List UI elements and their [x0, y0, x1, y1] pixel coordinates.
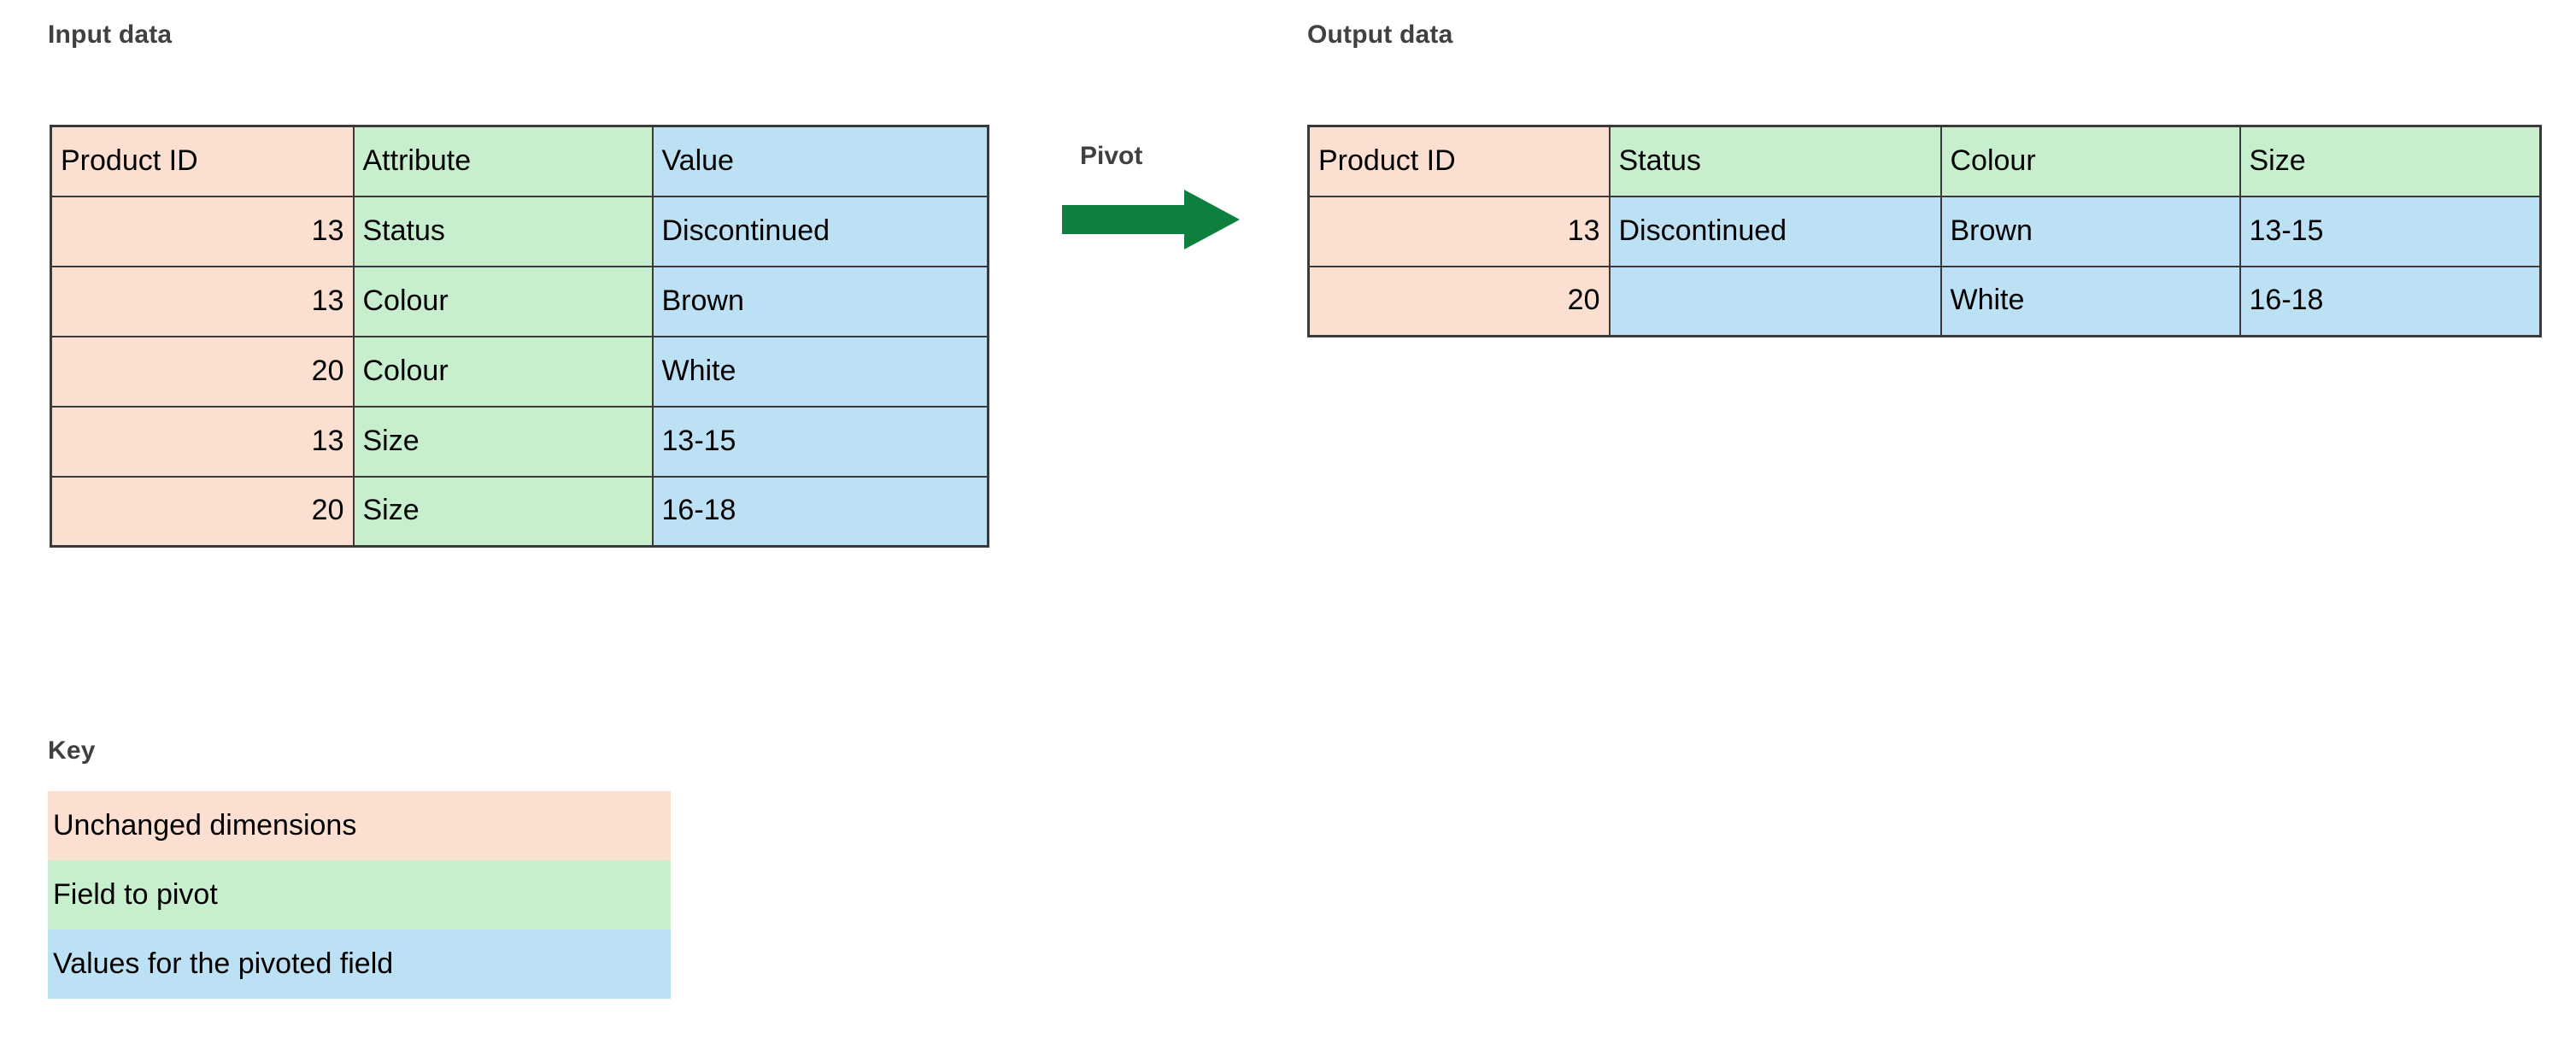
table-row: 13 Status Discontinued	[50, 195, 989, 267]
key-legend: Unchanged dimensions Field to pivot Valu…	[48, 791, 671, 999]
pivot-transform-group: Pivot	[1062, 142, 1284, 253]
input-cell-attribute: Size	[352, 475, 654, 548]
output-header-colour: Colour	[1939, 125, 2241, 197]
input-cell-product-id: 20	[50, 475, 355, 548]
key-item-unchanged-dimensions: Unchanged dimensions	[48, 791, 671, 860]
arrow-right-icon	[1062, 190, 1240, 249]
table-row: 13 Size 13-15	[50, 405, 989, 478]
output-cell-product-id: 13	[1307, 195, 1611, 267]
table-row: 13 Discontinued Brown 13-15	[1307, 195, 2542, 267]
input-cell-value: Discontinued	[651, 195, 989, 267]
input-cell-product-id: 13	[50, 195, 355, 267]
input-cell-attribute: Colour	[352, 265, 654, 337]
input-header-product-id: Product ID	[50, 125, 355, 197]
output-cell-product-id: 20	[1307, 265, 1611, 337]
input-cell-attribute: Size	[352, 405, 654, 478]
input-cell-product-id: 13	[50, 265, 355, 337]
output-cell-colour: Brown	[1939, 195, 2241, 267]
input-data-title: Input data	[48, 21, 173, 49]
table-row: 20 White 16-18	[1307, 265, 2542, 337]
output-header-status: Status	[1608, 125, 1942, 197]
key-item-field-to-pivot: Field to pivot	[48, 860, 671, 930]
output-data-table: Product ID Status Colour Size 13 Discont…	[1307, 125, 2542, 337]
key-item-label: Values for the pivoted field	[53, 947, 394, 980]
output-cell-size: 16-18	[2239, 265, 2542, 337]
input-cell-value: White	[651, 335, 989, 408]
input-cell-value: Brown	[651, 265, 989, 337]
input-cell-product-id: 20	[50, 335, 355, 408]
table-row: 13 Colour Brown	[50, 265, 989, 337]
key-title: Key	[48, 736, 96, 765]
input-cell-value: 13-15	[651, 405, 989, 478]
input-cell-attribute: Colour	[352, 335, 654, 408]
key-item-label: Unchanged dimensions	[53, 809, 357, 842]
output-header-product-id: Product ID	[1307, 125, 1611, 197]
table-header-row: Product ID Status Colour Size	[1307, 125, 2542, 197]
input-cell-product-id: 13	[50, 405, 355, 478]
table-row: 20 Colour White	[50, 335, 989, 408]
input-header-attribute: Attribute	[352, 125, 654, 197]
key-item-pivoted-values: Values for the pivoted field	[48, 930, 671, 999]
table-header-row: Product ID Attribute Value	[50, 125, 989, 197]
input-data-table: Product ID Attribute Value 13 Status Dis…	[50, 125, 989, 548]
output-header-size: Size	[2239, 125, 2542, 197]
input-cell-attribute: Status	[352, 195, 654, 267]
input-cell-value: 16-18	[651, 475, 989, 548]
output-cell-status: Discontinued	[1608, 195, 1942, 267]
output-cell-status	[1608, 265, 1942, 337]
output-cell-colour: White	[1939, 265, 2241, 337]
key-item-label: Field to pivot	[53, 878, 218, 911]
output-data-title: Output data	[1307, 21, 1453, 49]
table-row: 20 Size 16-18	[50, 475, 989, 548]
input-header-value: Value	[651, 125, 989, 197]
pivot-label: Pivot	[1080, 142, 1143, 170]
output-cell-size: 13-15	[2239, 195, 2542, 267]
